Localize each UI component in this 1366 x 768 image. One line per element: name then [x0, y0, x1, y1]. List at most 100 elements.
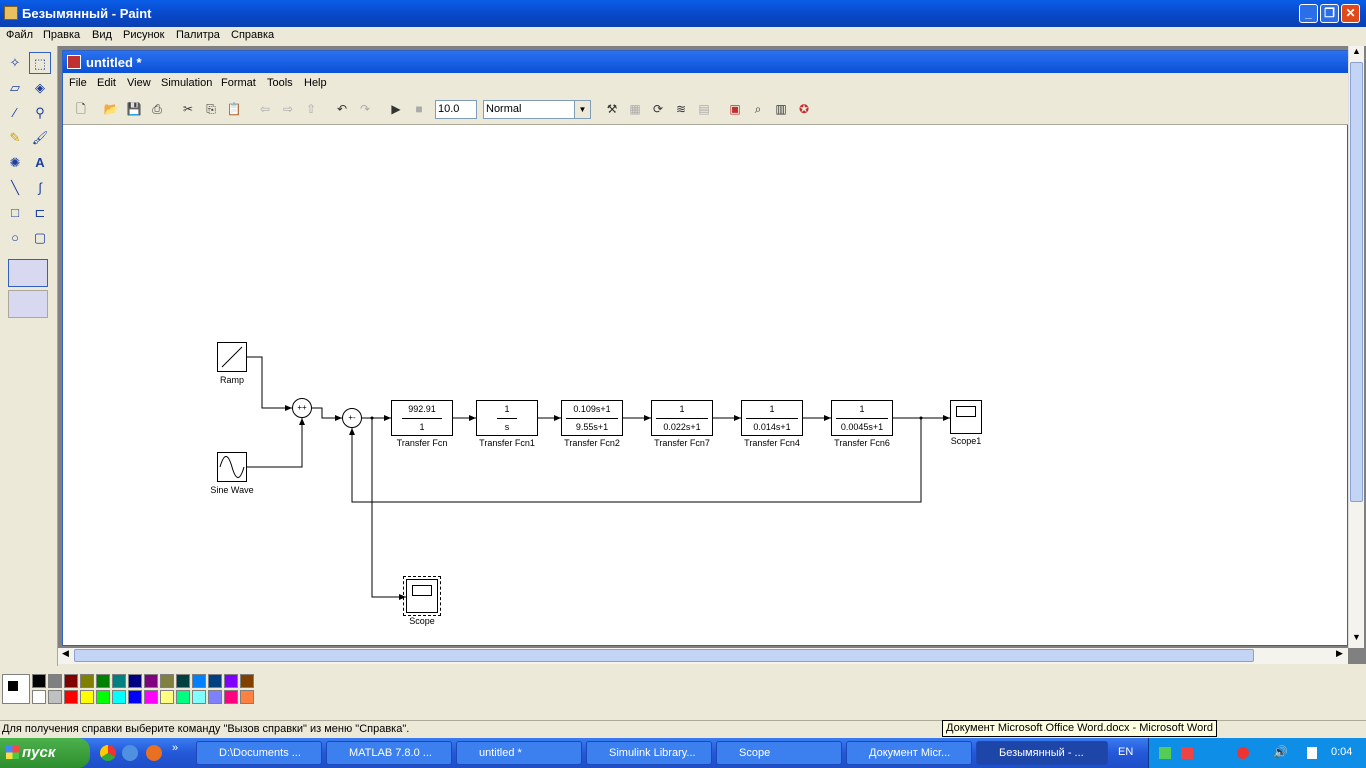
palette-swatch[interactable] [96, 690, 110, 704]
palette-swatch[interactable] [48, 690, 62, 704]
palette-swatch[interactable] [112, 690, 126, 704]
palette-swatch[interactable] [192, 674, 206, 688]
palette-swatch[interactable] [176, 690, 190, 704]
palette-swatch[interactable] [192, 690, 206, 704]
magnifier-icon[interactable]: ⚲ [35, 105, 45, 120]
horizontal-scroll-thumb[interactable] [74, 649, 1254, 662]
menu-image[interactable]: Рисунок [123, 29, 165, 41]
sum-block-2: +- [342, 408, 362, 428]
task-paint[interactable]: Безымянный - ... [976, 741, 1108, 765]
simulink-window-image[interactable]: untitled * File Edit View Simulation For… [62, 50, 1349, 646]
network-icon[interactable] [1159, 747, 1171, 759]
palette-swatch[interactable] [208, 690, 222, 704]
sim-menu-view: View [127, 77, 151, 89]
task-matlab[interactable]: MATLAB 7.8.0 ... [326, 741, 452, 765]
palette-swatch[interactable] [144, 674, 158, 688]
text-icon[interactable]: A [35, 155, 45, 170]
task-simulink-library[interactable]: Simulink Library... [586, 741, 712, 765]
palette-swatch[interactable] [224, 690, 238, 704]
menu-file[interactable]: Файл [6, 29, 34, 41]
opera-tray-icon[interactable] [1237, 747, 1249, 759]
palette-swatch[interactable] [240, 690, 254, 704]
transparency-opaque-icon[interactable] [8, 259, 48, 287]
polygon-icon[interactable]: ⊏ [34, 205, 46, 220]
simulation-mode-select: Normal▼ [483, 100, 591, 119]
maximize-button[interactable]: ❐ [1320, 4, 1339, 23]
tray-app-icon[interactable] [1181, 747, 1193, 759]
palette-swatch[interactable] [240, 674, 254, 688]
palette-swatch[interactable] [64, 690, 78, 704]
rectangle-icon[interactable]: □ [11, 205, 19, 220]
palette-swatch[interactable] [64, 674, 78, 688]
ie-quicklaunch-icon[interactable] [122, 745, 138, 761]
task-scope[interactable]: Scope [716, 741, 842, 765]
palette-swatch[interactable] [160, 690, 174, 704]
rounded-rect-icon[interactable]: ▢ [33, 230, 47, 245]
line-icon[interactable]: ╲ [11, 180, 19, 195]
brush-icon[interactable]: 🖌 [31, 130, 49, 145]
palette-swatch[interactable] [32, 674, 46, 688]
fill-bucket-icon[interactable]: ◈ [35, 80, 45, 95]
clock[interactable]: 0:04 [1331, 746, 1353, 758]
free-select-icon[interactable]: ✧ [9, 55, 21, 70]
horizontal-scrollbar[interactable]: ◀ ▶ [58, 648, 1348, 664]
firefox-quicklaunch-icon[interactable] [146, 745, 162, 761]
scope1-label: Scope1 [950, 436, 982, 446]
palette-swatch[interactable] [208, 674, 222, 688]
volume-icon[interactable]: 🔊 [1273, 745, 1288, 759]
palette-swatch[interactable] [224, 674, 238, 688]
ellipse-icon[interactable]: ○ [11, 230, 19, 245]
curve-icon[interactable]: ∫ [38, 180, 42, 195]
task-untitled[interactable]: untitled * [456, 741, 582, 765]
bluetooth-icon[interactable] [1307, 747, 1317, 759]
color-picker-icon[interactable]: ⁄ [13, 105, 17, 120]
language-indicator[interactable]: EN [1118, 746, 1134, 758]
paint-title-bar[interactable]: Безымянный - Paint _ ❐ ✕ [0, 0, 1366, 27]
scroll-down-icon[interactable]: ▼ [1352, 632, 1361, 642]
palette-swatch[interactable] [176, 674, 190, 688]
scroll-right-icon[interactable]: ▶ [1336, 648, 1343, 658]
pencil-icon[interactable]: ✎ [9, 130, 21, 145]
palette-swatch[interactable] [80, 690, 94, 704]
system-tray: 🔊 0:04 [1148, 738, 1366, 768]
menu-colors[interactable]: Палитра [176, 29, 220, 41]
palette-swatch[interactable] [32, 690, 46, 704]
up-icon: ⇧ [305, 102, 317, 116]
palette-swatch[interactable] [128, 674, 142, 688]
palette-swatch[interactable] [96, 674, 110, 688]
vertical-scrollbar[interactable]: ▲ ▼ [1348, 46, 1364, 648]
palette-swatch[interactable] [80, 674, 94, 688]
close-button[interactable]: ✕ [1341, 4, 1360, 23]
menu-view[interactable]: Вид [92, 29, 112, 41]
palette-swatch[interactable] [144, 690, 158, 704]
quicklaunch-more-icon[interactable]: » [172, 742, 179, 754]
palette-swatch[interactable] [112, 674, 126, 688]
task-word-document[interactable]: Документ Micr... [846, 741, 972, 765]
paste-icon: 📋 [226, 102, 242, 116]
tf6-numerator: 1 [859, 404, 865, 414]
chrome-quicklaunch-icon[interactable] [100, 745, 116, 761]
tf-denominator: 1 [419, 422, 425, 432]
palette-swatch[interactable] [128, 690, 142, 704]
debugger-icon: ✪ [798, 102, 810, 116]
minimize-button[interactable]: _ [1299, 4, 1318, 23]
scroll-left-icon[interactable]: ◀ [62, 648, 69, 658]
debug-icon: ▤ [698, 102, 710, 116]
scroll-up-icon[interactable]: ▲ [1352, 46, 1361, 56]
start-button[interactable]: пуск [0, 738, 90, 768]
sim-menu-edit: Edit [97, 77, 116, 89]
rect-select-icon[interactable]: ⬚ [29, 52, 51, 74]
task-documents[interactable]: D:\Documents ... [196, 741, 322, 765]
airbrush-icon[interactable]: ✺ [9, 155, 21, 170]
menu-edit[interactable]: Правка [43, 29, 81, 41]
undo-icon: ↶ [336, 102, 348, 116]
tf2-denominator: 9.55s+1 [575, 422, 609, 432]
eraser-icon[interactable]: ▱ [10, 80, 20, 95]
transparency-clear-icon[interactable] [8, 290, 48, 318]
palette-swatch[interactable] [160, 674, 174, 688]
menu-help[interactable]: Справка [231, 29, 275, 41]
palette-swatch[interactable] [48, 674, 62, 688]
vertical-scroll-thumb[interactable] [1350, 62, 1363, 502]
current-colors-indicator[interactable] [2, 674, 30, 704]
sum2-signs: +- [348, 413, 356, 422]
